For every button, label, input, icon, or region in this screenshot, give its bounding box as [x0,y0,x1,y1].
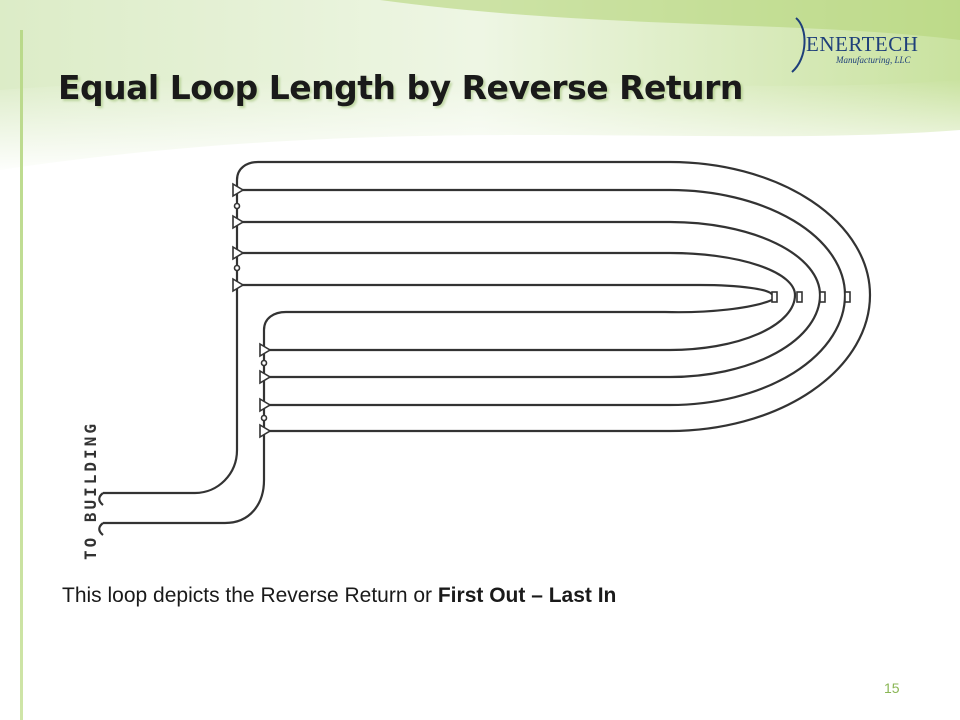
loop-3-outer [237,220,822,379]
logo-swoosh-icon [791,17,806,73]
loop-2 [237,283,774,296]
supply-fitting [232,277,245,293]
supply-fitting [232,245,245,261]
slide-caption: This loop depicts the Reverse Return or … [62,584,616,608]
return-fitting [259,342,272,358]
caption-emphasis: First Out – Last In [437,584,617,607]
caption-text: This loop depicts the Reverse Return or [62,584,438,607]
u-bend-marker [771,291,778,303]
return-fitting [259,397,272,413]
supply-fitting [232,214,245,230]
return-fitting [259,423,272,439]
loop-4-outer [258,160,872,433]
page-number: 15 [884,680,900,696]
supply-header-pipe [103,160,259,495]
u-bend-marker [844,291,851,303]
loop-1-connector [286,298,773,314]
return-header-pipe [103,310,287,525]
supply-fitting [232,182,245,198]
left-accent-rule [20,30,23,720]
supply-coupling [233,202,241,210]
return-tail [98,522,104,536]
logo-subtitle: Manufacturing, LLC [836,55,911,65]
supply-tail [98,492,104,506]
return-coupling [260,414,268,422]
enertech-logo: ENERTECH Manufacturing, LLC [788,14,948,74]
supply-coupling [233,264,241,272]
to-building-label: TO BUILDING [81,421,100,560]
return-coupling [260,359,268,367]
u-bend-marker [796,291,803,303]
loop-3-inner [237,251,797,352]
logo-wordmark: ENERTECH [806,32,919,56]
return-fitting [259,369,272,385]
slide-title: Equal Loop Length by Reverse Return [58,68,743,107]
u-bend-marker [819,291,826,303]
